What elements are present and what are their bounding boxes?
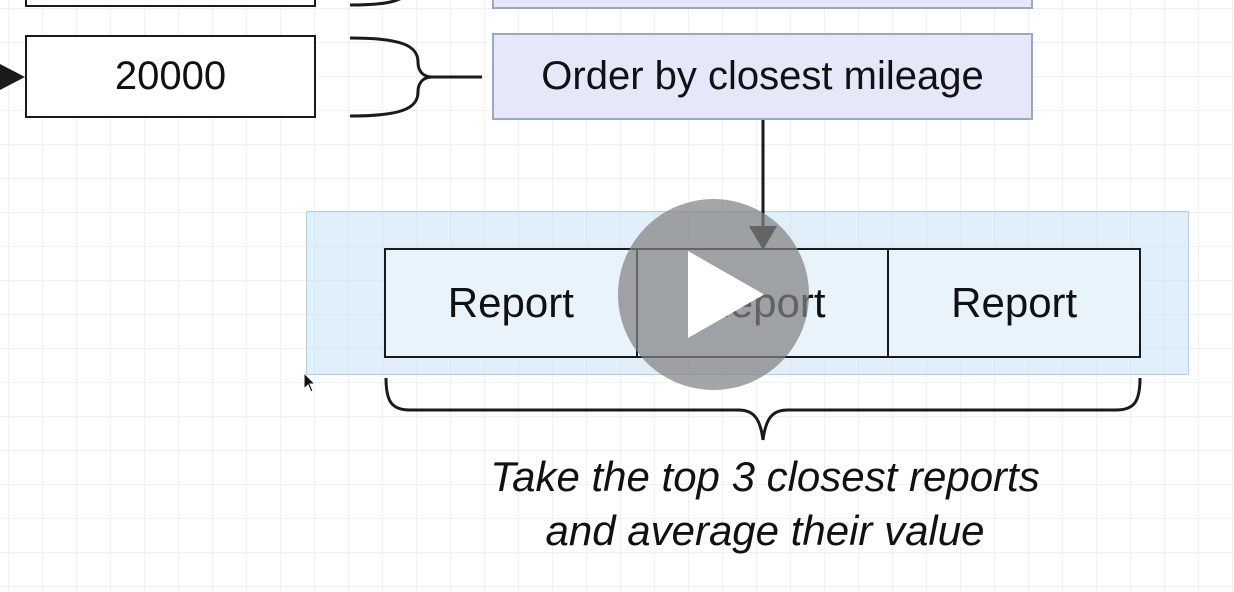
- caption-line-2: and average their value: [545, 507, 985, 554]
- play-icon: [688, 251, 764, 338]
- mileage-value: 20000: [114, 54, 227, 98]
- previous-step-box: [492, 0, 1033, 9]
- cursor-icon: [303, 372, 317, 393]
- input-arrow-head: [0, 64, 25, 90]
- caption-line-1: Take the top 3 closest reports: [490, 453, 1040, 500]
- order-step-label: Order by closest mileage: [541, 54, 984, 98]
- mileage-input-box: 20000: [25, 35, 316, 118]
- order-step-box: Order by closest mileage: [492, 33, 1033, 120]
- previous-brace: [349, 0, 402, 7]
- reports-brace: [384, 377, 1142, 441]
- caption: Take the top 3 closest reports and avera…: [380, 450, 1150, 558]
- play-button[interactable]: [618, 199, 809, 390]
- report-cell-3: Report: [951, 279, 1078, 326]
- previous-input-box: [25, 0, 316, 7]
